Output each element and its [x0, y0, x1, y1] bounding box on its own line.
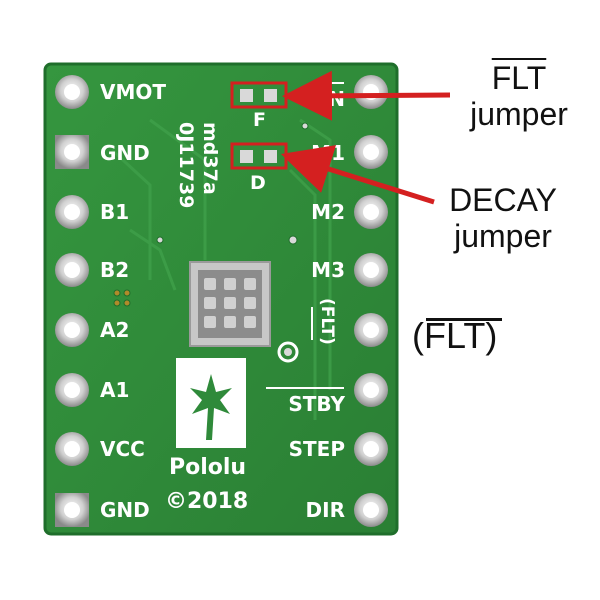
left-pin-labels: VMOT GND B1 B2 A2 A1 VCC GND — [100, 80, 166, 522]
flt-jumper-callout: FLT jumper — [454, 60, 584, 132]
decay-arrow — [280, 145, 435, 205]
part-number-label: md37a — [199, 122, 221, 195]
brand-label: Pololu — [169, 455, 246, 480]
pin-pad-vcc — [55, 432, 89, 466]
left-pin-column — [55, 75, 89, 527]
pin-pad-vmot — [55, 75, 89, 109]
flt-paren-overline — [426, 318, 502, 321]
pin-pad-m3 — [354, 253, 388, 287]
pin-label-flt-vertical: (FLT) — [317, 298, 337, 345]
chip-footprint — [189, 261, 271, 347]
flt-paren-text: (FLT) — [412, 315, 498, 356]
pin-pad-flt — [354, 313, 388, 347]
flt-callout-sub: jumper — [470, 96, 568, 132]
pin-pad-stby — [354, 373, 388, 407]
pin-label-vcc: VCC — [100, 437, 145, 461]
pin-label-gnd: GND — [100, 141, 150, 165]
pin-label-en: EN — [315, 87, 345, 111]
decay-callout-sub: jumper — [454, 218, 552, 254]
pin-label-step: STEP — [289, 437, 345, 461]
pin-label-gnd-2: GND — [100, 498, 150, 522]
pin-label-dir: DIR — [306, 498, 345, 522]
pin-pad-b2 — [55, 253, 89, 287]
test-point — [277, 341, 299, 363]
pin-label-m1: M1 — [311, 141, 345, 165]
jumper-label-d: D — [250, 172, 266, 194]
pin-pad-b1 — [55, 195, 89, 229]
pololu-logo — [176, 358, 246, 448]
pin-label-vmot: VMOT — [100, 80, 166, 104]
vias — [113, 122, 309, 307]
pin-pad-m1 — [354, 135, 388, 169]
pin-label-a1: A1 — [100, 378, 129, 402]
pin-pad-gnd-square — [55, 135, 89, 169]
pin-label-m2: M2 — [311, 200, 345, 224]
copyright-label: ©2018 — [165, 489, 248, 514]
right-pin-column — [354, 75, 388, 527]
flt-arrow — [282, 70, 451, 121]
pin-pad-a2 — [55, 313, 89, 347]
pin-label-a2: A2 — [100, 318, 129, 342]
pin-label-b2: B2 — [100, 258, 129, 282]
flt-paren-callout: (FLT) — [412, 316, 497, 356]
pin-pad-dir — [354, 493, 388, 527]
pin-label-m3: M3 — [311, 258, 345, 282]
pin-pad-step — [354, 432, 388, 466]
decay-callout-title: DECAY — [449, 182, 557, 218]
pin-label-b1: B1 — [100, 200, 129, 224]
pin-label-stby: STBY — [288, 392, 345, 416]
flt-callout-title: FLT — [491, 60, 547, 96]
jumper-label-f: F — [253, 109, 266, 131]
pin-pad-a1 — [55, 373, 89, 407]
pin-pad-gnd-2 — [55, 493, 89, 527]
decay-jumper-callout: DECAY jumper — [428, 182, 578, 254]
serial-number-label: 0J11739 — [175, 122, 197, 208]
pin-pad-en — [354, 75, 388, 109]
pin-pad-m2 — [354, 195, 388, 229]
